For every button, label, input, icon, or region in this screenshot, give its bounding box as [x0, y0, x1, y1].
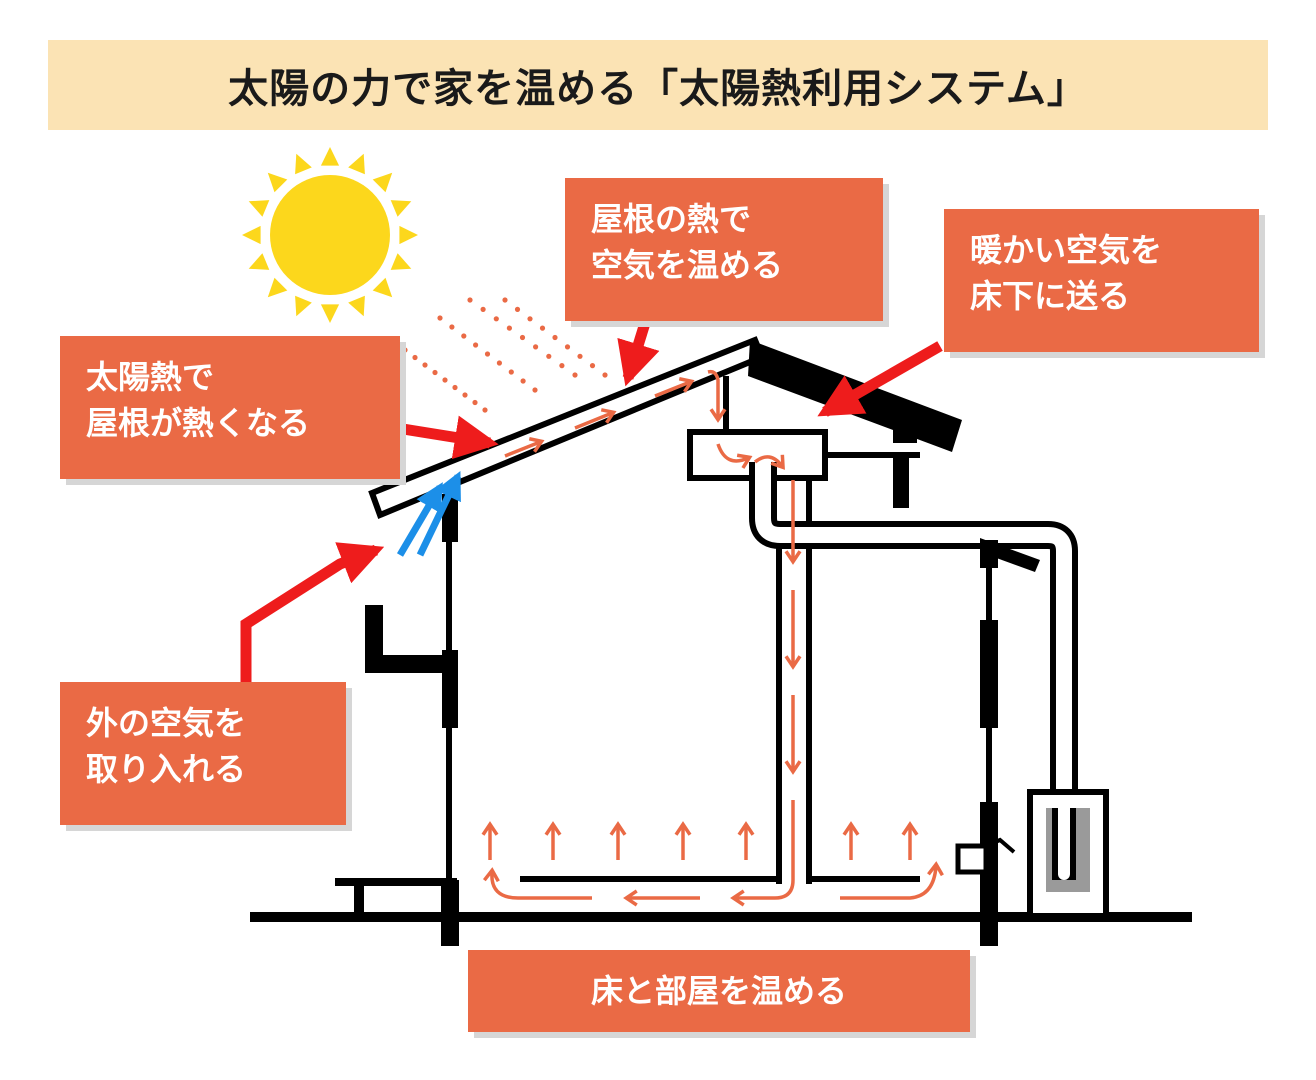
sunlight-dot — [422, 362, 428, 368]
sun-ray — [242, 225, 261, 245]
sunlight-dot — [533, 344, 539, 350]
sunlight-dot — [539, 325, 546, 331]
sun-ray — [295, 153, 312, 175]
sunlight-dot — [532, 387, 538, 393]
label-outside-air: 外の空気を 取り入れる — [60, 682, 346, 825]
label-warm-air: 暖かい空気を 床下に送る — [944, 209, 1259, 352]
sunlight-dot — [442, 377, 448, 383]
sunlight-dot — [412, 354, 418, 361]
sun-ray — [248, 200, 270, 217]
callout-arrows — [240, 321, 943, 682]
sunlight-dot — [467, 297, 473, 303]
sun-ray — [348, 153, 365, 175]
sunlight-dot — [527, 316, 533, 322]
sunlight-dot — [564, 344, 571, 350]
sunlight-dot — [402, 347, 408, 353]
sunlight-dot — [520, 378, 526, 384]
sun-ray — [295, 295, 312, 317]
sunlight-dot — [519, 334, 526, 341]
sunlight-dot — [461, 333, 467, 339]
sunlight-dot — [572, 372, 578, 378]
sun-ray — [390, 253, 412, 270]
sun-ray — [267, 172, 288, 193]
sunlight-dot — [552, 334, 558, 341]
sunlight-dot — [473, 342, 479, 348]
sunlight-dot — [484, 351, 491, 357]
ground-line — [250, 912, 1192, 922]
sunlight-dot — [508, 369, 514, 375]
airflow-arrows — [481, 369, 944, 907]
sun-ray — [372, 277, 393, 298]
sunlight-dot — [462, 392, 468, 398]
sun-ray — [348, 295, 365, 317]
sunlight-dot — [514, 306, 521, 312]
sunlight-dots — [402, 297, 608, 413]
sunlight-dot — [589, 363, 596, 369]
sun-ray — [372, 172, 393, 193]
sun-ray — [320, 147, 340, 166]
sunlight-dot — [432, 369, 438, 376]
sunlight-dot — [602, 372, 608, 378]
sun-icon — [242, 147, 418, 323]
sunlight-dot — [506, 325, 512, 331]
page-title: 太陽の力で家を温める「太陽熱利用システム」 — [48, 40, 1268, 130]
sunlight-dot — [559, 363, 565, 369]
label-roof-heat: 屋根の熱で 空気を温める — [565, 178, 883, 321]
sun-ray — [320, 304, 340, 323]
sun-ray — [390, 200, 412, 217]
sunlight-dot — [496, 360, 502, 366]
sunlight-dot — [472, 399, 478, 406]
sunlight-dot — [546, 353, 552, 359]
label-floor: 床と部屋を温める — [468, 950, 970, 1032]
sunlight-dot — [452, 384, 458, 391]
sunlight-dot — [482, 407, 488, 413]
sunlight-dot — [449, 324, 455, 330]
sun-ray — [399, 225, 418, 245]
sunlight-dot — [502, 297, 508, 303]
sunlight-dot — [437, 315, 443, 321]
intake-arrows — [396, 470, 462, 557]
house-cross-section — [335, 336, 1109, 946]
sun-ray — [248, 253, 270, 270]
label-solar-heat: 太陽熱で 屋根が熱くなる — [60, 336, 400, 479]
sunlight-dot — [480, 306, 486, 312]
sunlight-dot — [493, 316, 499, 322]
sunlight-dot — [577, 353, 583, 359]
sun-ray — [267, 277, 288, 298]
